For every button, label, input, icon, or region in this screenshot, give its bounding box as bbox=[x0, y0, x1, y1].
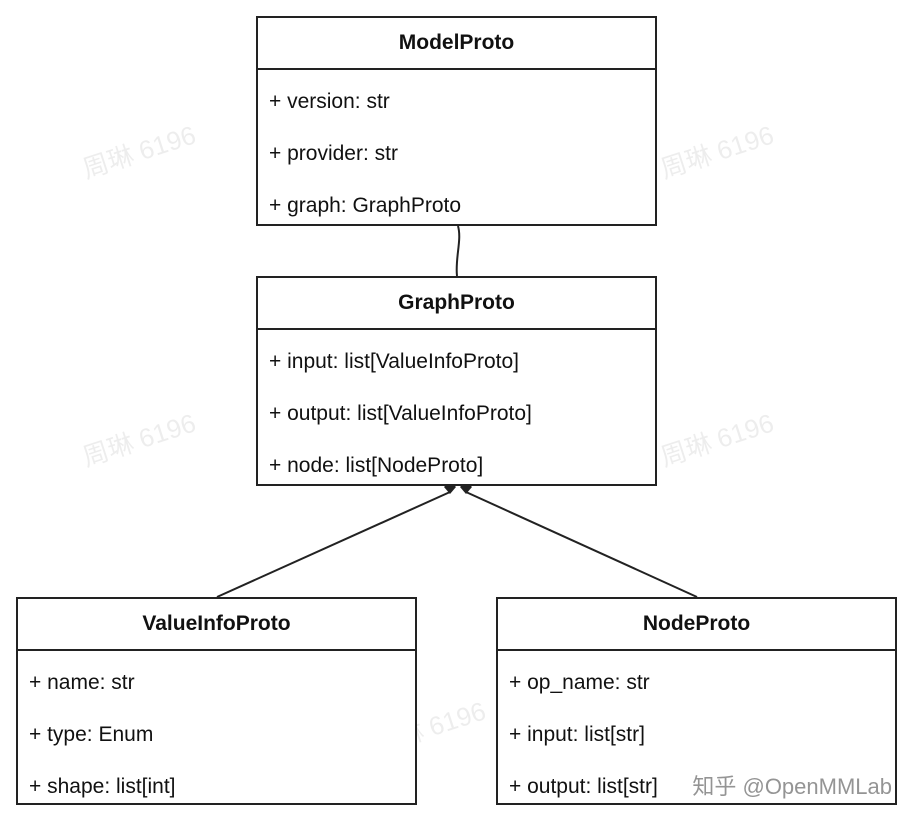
class-box-valueinfoproto: ValueInfoProto + name: str + type: Enum … bbox=[16, 597, 417, 805]
attribute: + input: list[str] bbox=[509, 723, 645, 746]
graph-valueinfo-link bbox=[216, 491, 451, 598]
attribute: + graph: GraphProto bbox=[269, 194, 462, 217]
class-name: GraphProto bbox=[258, 278, 655, 330]
attribute: + output: list[str] bbox=[509, 775, 658, 798]
class-name: NodeProto bbox=[498, 599, 895, 651]
attribute: + shape: list[int] bbox=[29, 775, 176, 798]
attribute: + provider: str bbox=[269, 142, 398, 165]
source-credit: 知乎 @OpenMMLab bbox=[692, 774, 892, 799]
attribute: + name: str bbox=[29, 671, 135, 694]
attribute: + output: list[ValueInfoProto] bbox=[269, 402, 532, 425]
class-box-nodeproto: NodeProto + op_name: str + input: list[s… bbox=[496, 597, 897, 805]
attribute: + node: list[NodeProto] bbox=[269, 454, 484, 477]
attribute-list: + version: str + provider: str + graph: … bbox=[258, 70, 655, 232]
attribute: + input: list[ValueInfoProto] bbox=[269, 350, 520, 373]
attribute-list: + op_name: str + input: list[str] + outp… bbox=[498, 651, 895, 813]
graph-node-link bbox=[465, 491, 698, 598]
attribute-list: + input: list[ValueInfoProto] + output: … bbox=[258, 330, 655, 492]
model-graph-link bbox=[455, 225, 461, 277]
class-box-modelproto: ModelProto + version: str + provider: st… bbox=[256, 16, 657, 226]
class-name: ModelProto bbox=[258, 18, 655, 70]
attribute-list: + name: str + type: Enum + shape: list[i… bbox=[18, 651, 415, 813]
class-name: ValueInfoProto bbox=[18, 599, 415, 651]
attribute: + type: Enum bbox=[29, 723, 154, 746]
class-box-graphproto: GraphProto + input: list[ValueInfoProto]… bbox=[256, 276, 657, 486]
attribute: + op_name: str bbox=[509, 671, 650, 694]
attribute: + version: str bbox=[269, 90, 390, 113]
